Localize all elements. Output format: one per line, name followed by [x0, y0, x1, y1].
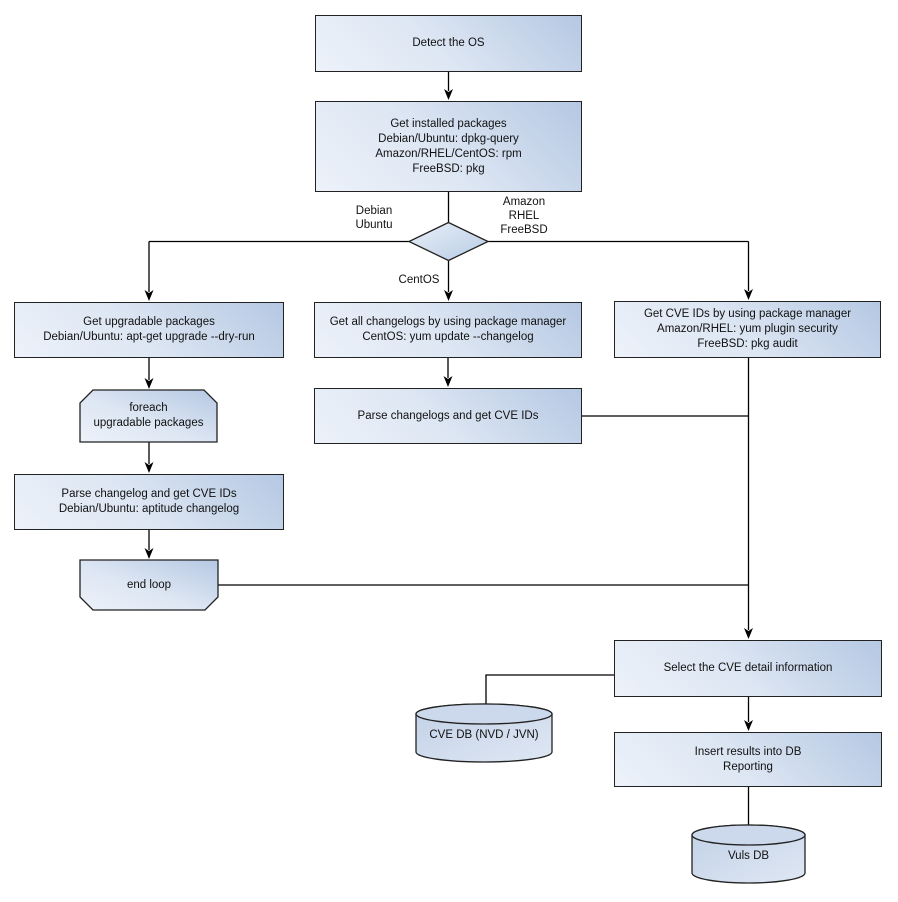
- cve-db-rim: [415, 703, 553, 725]
- node-get-cve-ids: Get CVE IDs by using package manager Ama…: [614, 301, 881, 358]
- edge-select-to-cvedb: [485, 674, 614, 705]
- branch-label-amazon-rhel-freebsd: Amazon RHEL FreeBSD: [500, 196, 548, 236]
- arrow-into-getcveids: [744, 289, 753, 300]
- arrow-into-endloop: [144, 548, 154, 559]
- node-get-all-changelogs: Get all changelogs by using package mana…: [314, 302, 582, 358]
- cve-db-cylinder: [415, 703, 553, 763]
- arrow-into-insert: [744, 720, 753, 731]
- arrow-into-parse-deb: [144, 462, 154, 473]
- node-get-upgradable-packages: Get upgradable packages Debian/Ubuntu: a…: [14, 302, 284, 358]
- vuls-db-rim: [691, 824, 806, 846]
- arrow-into-parse-changelogs: [443, 376, 453, 387]
- node-parse-changelog-debian: Parse changelog and get CVE IDs Debian/U…: [14, 474, 284, 530]
- arrowheads: [144, 89, 753, 731]
- node-parse-changelogs: Parse changelogs and get CVE IDs: [314, 388, 582, 444]
- node-insert-results: Insert results into DB Reporting: [614, 732, 882, 787]
- arrow-into-installed: [444, 89, 453, 100]
- foreach-loop-shape: [79, 389, 218, 443]
- node-detect-os: Detect the OS: [315, 15, 582, 72]
- node-get-installed-packages: Get installed packages Debian/Ubuntu: dp…: [315, 101, 582, 192]
- arrow-into-select: [744, 628, 753, 639]
- end-loop-shape: [79, 559, 219, 611]
- arrow-into-changelogs: [444, 290, 453, 301]
- node-select-cve-detail: Select the CVE detail information: [614, 640, 882, 697]
- arrow-into-foreach: [144, 378, 154, 389]
- arrow-into-upgradable: [144, 290, 154, 301]
- vuls-db-cylinder: [691, 824, 806, 884]
- branch-label-debian-ubuntu: Debian Ubuntu: [355, 205, 393, 231]
- decision-diamond: [407, 221, 490, 262]
- branch-label-centos: CentOS: [398, 274, 440, 286]
